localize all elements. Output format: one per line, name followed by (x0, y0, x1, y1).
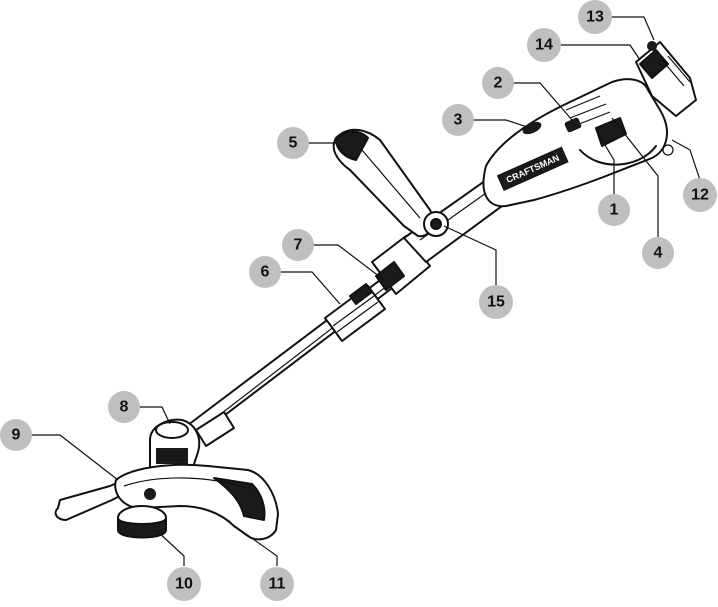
handle-body: CRAFTSMAN (482, 78, 674, 208)
callout-15-label: 15 (487, 294, 505, 311)
callout-6: 6 (249, 256, 281, 288)
callout-1: 1 (598, 194, 630, 226)
callout-4-label: 4 (654, 245, 663, 262)
motor-housing (149, 411, 235, 471)
callout-13: 13 (578, 0, 612, 34)
speed-control (522, 121, 542, 135)
callout-15: 15 (479, 285, 513, 319)
callout-8: 8 (108, 391, 140, 423)
callout-14-label: 14 (535, 37, 553, 54)
callout-12: 12 (683, 178, 717, 212)
callout-3: 3 (442, 104, 474, 136)
leader-lines (28, 16, 701, 566)
battery-release-button (647, 41, 657, 51)
callout-9-label: 9 (12, 427, 21, 444)
callout-10-label: 10 (175, 576, 193, 593)
callout-8-label: 8 (120, 399, 129, 416)
hang-hook (662, 144, 674, 156)
callout-5-label: 5 (289, 135, 298, 152)
callout-7: 7 (282, 229, 314, 261)
callout-11: 11 (260, 567, 294, 601)
height-adjustment-collar (324, 283, 386, 342)
line-spool (117, 488, 167, 539)
callout-4: 4 (642, 237, 674, 269)
callout-14: 14 (527, 28, 561, 62)
callout-7-label: 7 (294, 237, 303, 254)
callout-3-label: 3 (454, 112, 463, 129)
trimmer-shaft (187, 261, 413, 438)
assist-handle (332, 128, 449, 238)
callout-13-label: 13 (586, 9, 604, 26)
trigger-switch (595, 117, 627, 147)
callout-2: 2 (482, 67, 514, 99)
callout-9: 9 (0, 419, 32, 451)
callout-6-label: 6 (261, 264, 270, 281)
callout-2-label: 2 (494, 75, 503, 92)
cutting-guard (114, 463, 279, 541)
callout-12-label: 12 (691, 187, 709, 204)
callout-10: 10 (167, 567, 201, 601)
callout-1-label: 1 (610, 202, 619, 219)
lock-off-button (564, 117, 582, 133)
trimmer-illustration: CRAFTSMAN (54, 41, 697, 541)
battery-pack (635, 41, 697, 117)
callout-11-label: 11 (269, 576, 286, 593)
callout-5: 5 (277, 127, 309, 159)
